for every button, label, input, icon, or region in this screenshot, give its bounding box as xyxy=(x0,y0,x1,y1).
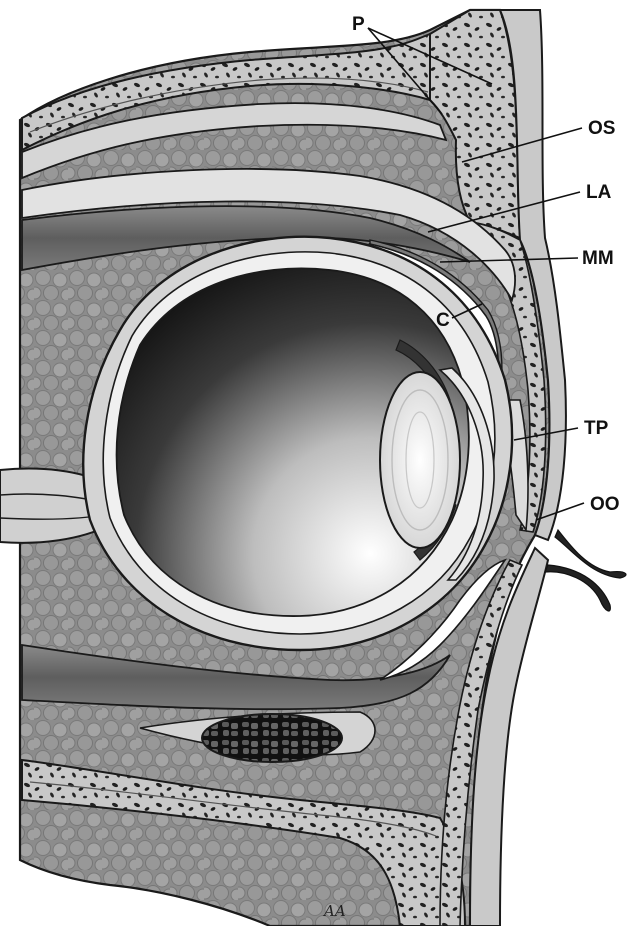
label-MM: MM xyxy=(582,248,614,269)
label-TP: TP xyxy=(584,418,609,439)
inferior-oblique-muscle xyxy=(202,714,342,762)
label-OS: OS xyxy=(588,118,615,139)
label-LA: LA xyxy=(586,182,612,203)
label-OO: OO xyxy=(590,494,620,515)
artist-signature: AA xyxy=(322,902,346,920)
label-P: P xyxy=(352,14,365,35)
label-C: C xyxy=(436,310,450,331)
